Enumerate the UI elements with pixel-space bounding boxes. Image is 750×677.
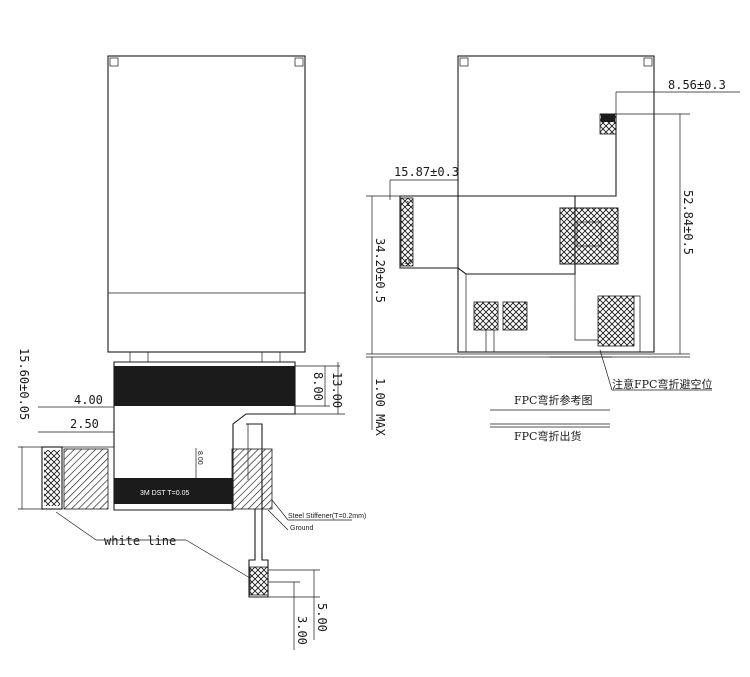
pin-1: 1: [406, 201, 410, 208]
dim-3-00: 3.00: [295, 616, 309, 645]
left-stiffener: [63, 448, 109, 510]
component-c: [597, 295, 635, 347]
tail-connector: [249, 566, 269, 596]
dim-52-84: 52.84±0.5: [681, 190, 695, 255]
tape-label: 3M DST T=0.05: [140, 490, 189, 497]
dim-5-00: 5.00: [315, 603, 329, 632]
component-b: [502, 301, 528, 331]
dim-8-56: 8.56±0.3: [668, 78, 726, 92]
dim-1-max: 1.00 MAX: [373, 378, 387, 437]
front-view: 3M DST T=0.05 15.60±0.05 4.00 2.50 8.00 …: [17, 55, 366, 650]
legend-bend-ship: FPC弯折出货: [514, 429, 581, 443]
lcd-outline: [107, 55, 306, 353]
pin-strip: [400, 197, 414, 267]
stiffener-label: Steel Stiffener(T=0.2mm): [288, 513, 366, 520]
tape-strip: [114, 478, 233, 504]
left-connector: [41, 446, 63, 510]
legend-bend-ref: FPC弯折参考图: [514, 393, 592, 407]
fpc-black-band: [114, 366, 295, 406]
dim-2-50: 2.50: [70, 417, 99, 431]
pin-15: 15: [404, 259, 412, 266]
dim-15-87: 15.87±0.3: [394, 165, 459, 179]
note-avoid: 注意FPC弯折避空位: [612, 377, 712, 391]
component-a: [473, 301, 499, 331]
back-outline: [457, 55, 655, 353]
ground-label: Ground: [290, 525, 313, 532]
dim-15-60: 15.60±0.05: [17, 348, 31, 420]
dim-13-00: 13.00: [330, 372, 344, 408]
ic-chip: [559, 207, 619, 265]
dim-4-00: 4.00: [74, 393, 103, 407]
dim-inner-8: 8.00: [196, 451, 203, 465]
dim-34-20: 34.20±0.5: [373, 238, 387, 303]
white-line-label: white line: [104, 534, 176, 548]
dim-8-00: 8.00: [311, 372, 325, 401]
steel-stiffener: [231, 448, 273, 510]
back-view: 1 15 8.56±0.3 52.84±0.5 15.87±0.3 34.20±…: [366, 55, 740, 443]
